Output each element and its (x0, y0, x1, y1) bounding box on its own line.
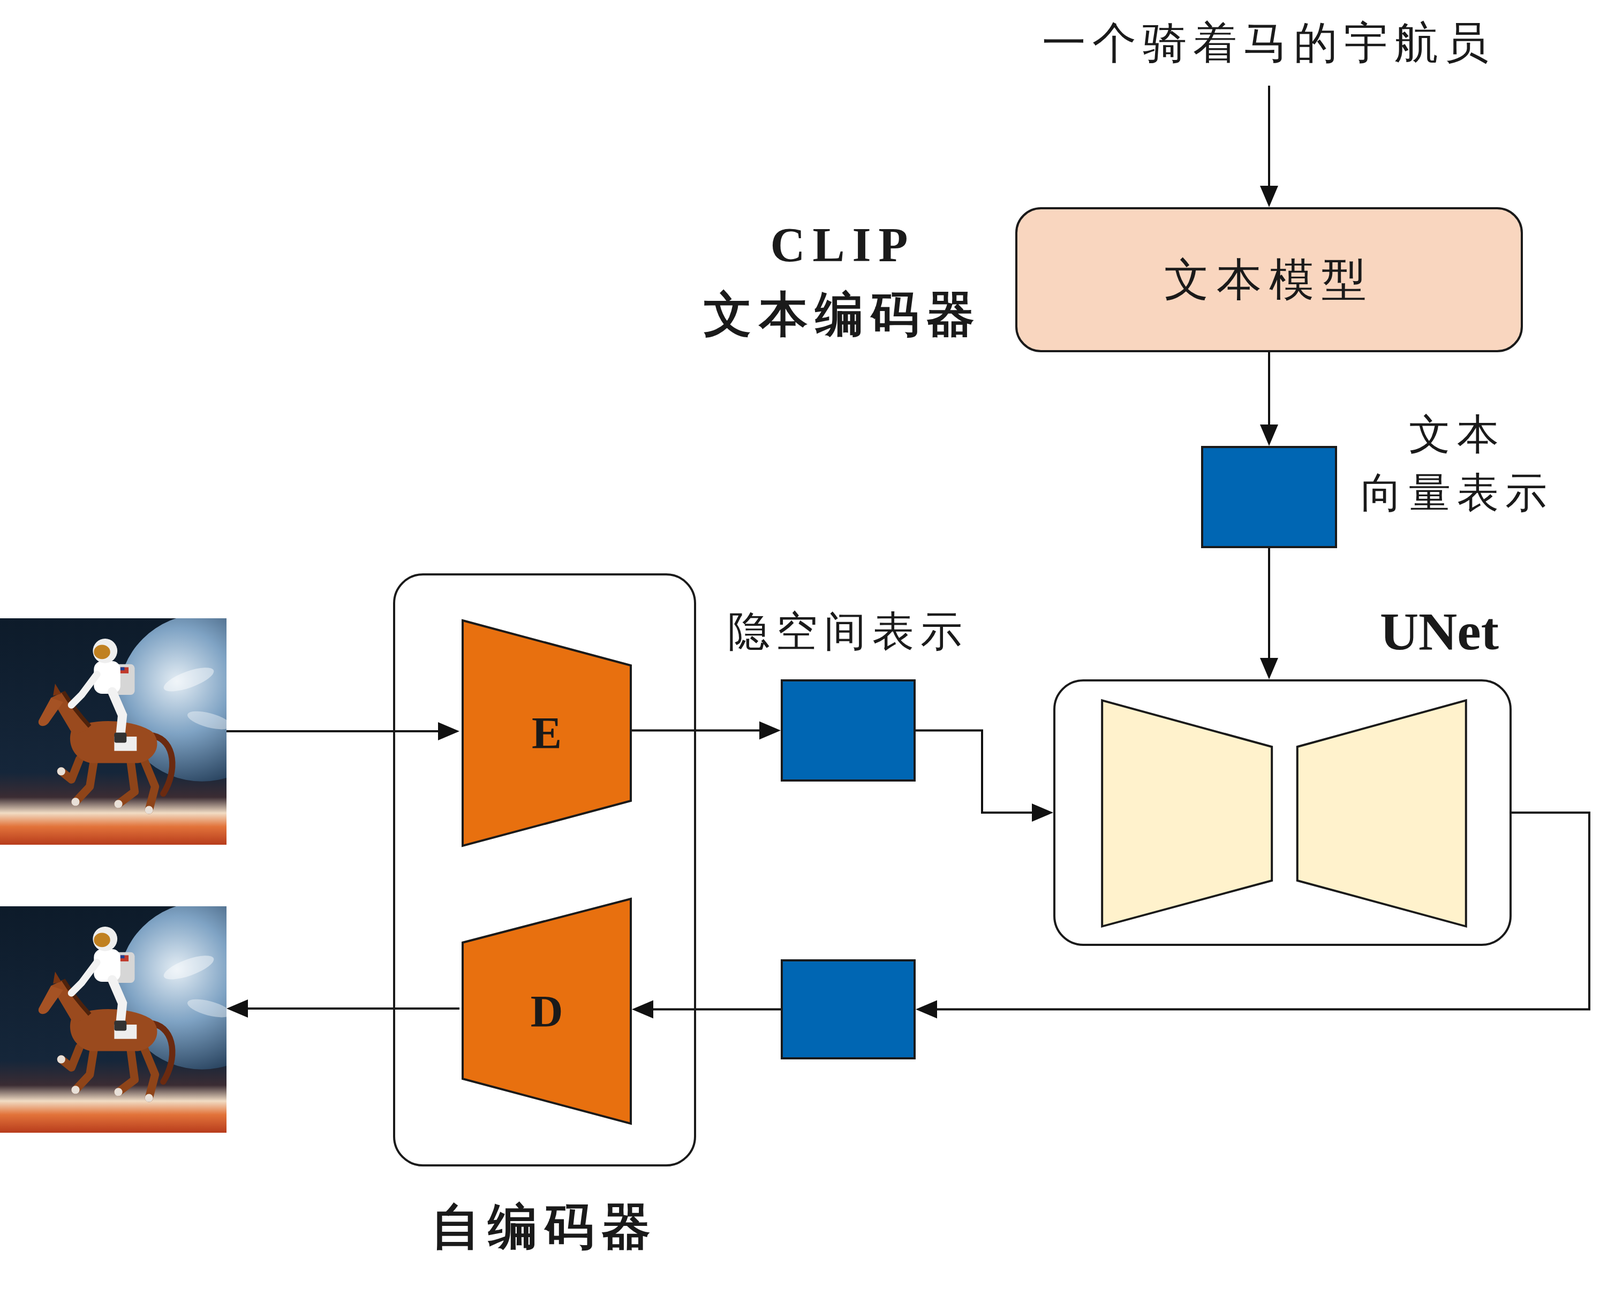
arrow-head (631, 1000, 654, 1020)
prompt-text: 一个骑着马的宇航员 (1042, 13, 1496, 73)
connector-line (1268, 548, 1271, 660)
connector-arrow (1259, 352, 1279, 447)
decoder-trapezoid: D (461, 897, 632, 1126)
node-label: 隐空间表示 (727, 604, 969, 661)
arrow-head (759, 721, 781, 741)
trapezoid-shape (462, 620, 631, 847)
output-image (0, 902, 286, 1134)
prompt-arrow-line (1268, 85, 1271, 187)
text-model-box: CLIP 文本编码器文本模型 (1015, 207, 1523, 353)
trapezoid-shape (462, 899, 631, 1124)
text-vector-box: 文本 向量表示 (1201, 446, 1338, 549)
encoder-trapezoid: E (461, 619, 632, 848)
input-image (0, 614, 286, 845)
input-arrow-head (438, 722, 460, 741)
box-text: 文本模型 (1164, 249, 1375, 311)
connector-arrow (631, 1000, 781, 1020)
connector-line (631, 729, 761, 732)
unet-up-trapezoid (1297, 700, 1467, 927)
autoencoder-container: 自编码器ED (393, 573, 697, 1167)
node-label: UNet (1379, 600, 1499, 663)
arrow-head (915, 1000, 938, 1020)
output-latent-box (780, 959, 916, 1060)
latent-box: 隐空间表示 (780, 679, 916, 782)
node-label: CLIP 文本编码器 (703, 209, 983, 350)
unet-shapes (1055, 681, 1510, 945)
connector-line (1268, 352, 1271, 426)
connector-line (915, 730, 1033, 814)
arrow-head (1259, 658, 1279, 680)
node-label: 自编码器 (431, 1194, 659, 1261)
output-arrow-head (226, 999, 248, 1018)
connector-line (652, 1008, 781, 1011)
connector-arrow (631, 721, 781, 741)
arrow-head (1259, 424, 1279, 447)
prompt-arrow-head (1259, 185, 1279, 208)
connector-arrow (1259, 548, 1279, 680)
unet-down-trapezoid (1102, 700, 1272, 927)
block-letter: D (530, 985, 564, 1038)
input-arrow-line (226, 730, 440, 733)
unet-container: UNet (1053, 679, 1512, 947)
block-letter: E (531, 707, 562, 760)
node-label: 文本 向量表示 (1360, 405, 1554, 523)
connector-arrow (915, 730, 1054, 823)
output-arrow-line (246, 1007, 460, 1010)
arrow-head (1031, 803, 1054, 822)
